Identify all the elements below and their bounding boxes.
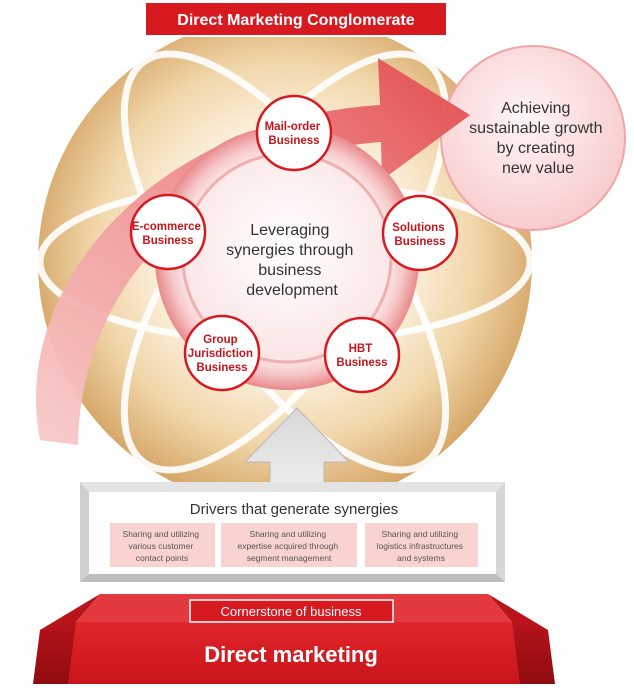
cornerstone-label-box xyxy=(189,599,394,623)
business-node-group-jurisdiction: Group Jurisdiction Business xyxy=(183,314,261,392)
cornerstone-title: Direct marketing xyxy=(204,642,378,667)
business-node-e-commerce: E-commerce Business xyxy=(129,193,207,271)
driver-item: Sharing and utilizing various customer c… xyxy=(110,523,215,567)
svg-text:Sharing and utilizing: Sharing and utilizing various customer c… xyxy=(123,529,202,563)
goal-text: Achieving sustainable growth by creating… xyxy=(469,100,607,177)
svg-text:E-commerce Business: E-commerce Business xyxy=(132,221,204,247)
cornerstone-base: Cornerstone of business Direct marketing xyxy=(33,594,555,684)
title-text: Direct Marketing Conglomerate xyxy=(177,12,414,29)
svg-text:Solutions Business: Solutions Business xyxy=(392,222,448,248)
drivers-panel: Drivers that generate synergies Sharing … xyxy=(80,482,505,582)
drivers-title: Drivers that generate synergies xyxy=(190,501,398,518)
svg-text:Group Jurisdiction: Group Jurisdiction Business xyxy=(188,334,256,374)
business-node-mail-order: Mail-order Business xyxy=(255,94,333,172)
center-text: Leveraging synergies through business de… xyxy=(226,222,358,299)
svg-text:Sharing and utilizing: Sharing and utilizing expertise acquired… xyxy=(237,529,340,563)
svg-text:Sharing and utilizing: Sharing and utilizing logistics infrastr… xyxy=(377,529,466,563)
business-node-solutions: Solutions Business xyxy=(381,194,459,272)
svg-text:Mail-order Business: Mail-order Business xyxy=(265,121,324,147)
cornerstone-label: Cornerstone of business xyxy=(221,604,362,619)
svg-text:HBT Business: HBT Business xyxy=(336,343,387,369)
goal-circle xyxy=(440,45,626,231)
business-node-hbt: HBT Business xyxy=(323,316,401,394)
driver-item: Sharing and utilizing expertise acquired… xyxy=(221,523,357,567)
title-banner xyxy=(144,1,448,37)
driver-item: Sharing and utilizing logistics infrastr… xyxy=(365,523,478,567)
